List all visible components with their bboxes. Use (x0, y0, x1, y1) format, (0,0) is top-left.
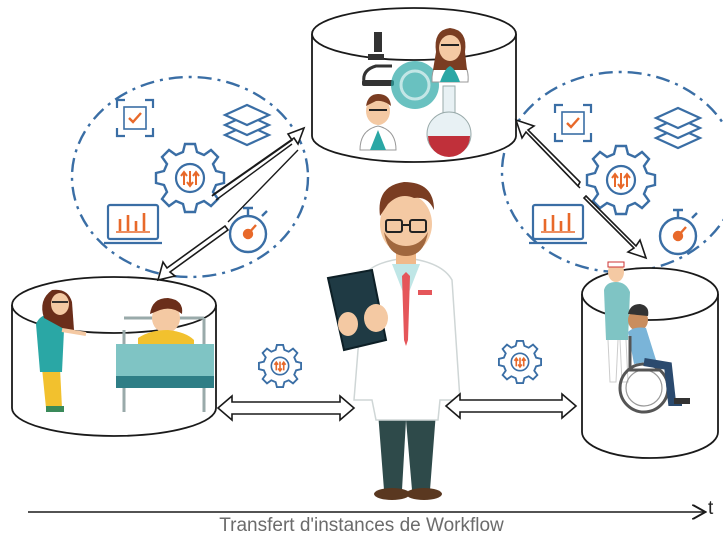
diagram-caption: Transfert d'instances de Workflow (219, 515, 504, 536)
checklist-icon (115, 98, 155, 138)
microscope-icon (362, 32, 394, 86)
caregiver-icon (604, 261, 630, 383)
right-double-arrow (444, 392, 578, 420)
left-double-arrow (216, 394, 356, 422)
diagonal-arrows-left (156, 126, 306, 282)
hospital-bed-icon (116, 298, 214, 412)
gear-icon (154, 142, 226, 214)
swirl-icon (391, 61, 439, 109)
stopwatch-icon (228, 206, 268, 254)
wheelchair-cylinder (581, 261, 719, 459)
male-doctor-icon (359, 94, 397, 151)
female-doctor-icon (431, 28, 469, 83)
time-axis-label: t (708, 498, 714, 519)
wheelchair-patient-icon (618, 304, 690, 414)
layers-icon (222, 103, 272, 147)
flask-icon (426, 85, 472, 157)
gear-icon (585, 144, 657, 216)
layers-icon (653, 106, 703, 150)
chart-icon (529, 203, 587, 245)
chart-icon (104, 203, 162, 245)
checklist-icon (553, 103, 593, 143)
patient-bed-cylinder (11, 276, 217, 437)
nurse-icon (36, 289, 87, 412)
diagonal-arrows-right (514, 118, 648, 260)
gear-icon (257, 343, 303, 389)
left-workflow-circle (70, 75, 310, 279)
doctor-with-tablet-illustration (326, 182, 461, 500)
lab-cylinder (311, 7, 517, 163)
gear-icon (497, 339, 543, 385)
stopwatch-icon (658, 208, 698, 256)
right-workflow-circle (500, 70, 723, 274)
